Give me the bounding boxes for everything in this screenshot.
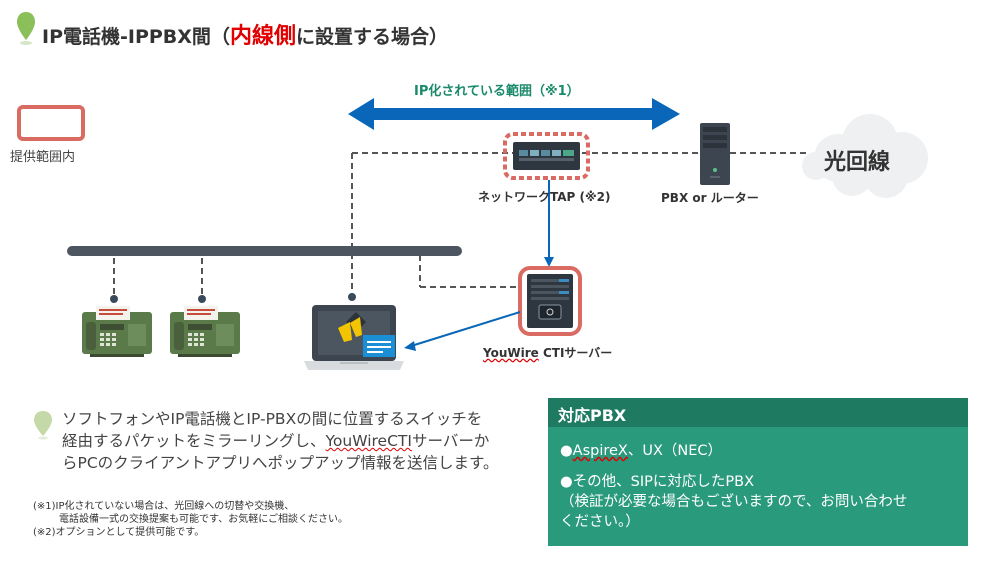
pbx-item: ●AspireX、UX（NEC） <box>560 443 723 459</box>
tap-label: ネットワークTAP (※2) <box>478 190 611 204</box>
footnotes: (※1)IP化されていない場合は、光回線への切替や交換機、 電話設備一式の交換提… <box>33 500 348 539</box>
pbx-server-icon <box>700 123 730 185</box>
footnote: (※1)IP化されていない場合は、光回線への切替や交換機、 <box>33 501 295 512</box>
network-tap-icon <box>503 132 590 180</box>
location-pin-icon <box>17 12 35 45</box>
panel-header: 対応PBX <box>548 398 968 427</box>
description-line: らPCのクライアントアプリへポップアップ情報を送信します。 <box>62 454 499 472</box>
pbx-label: PBX or ルーター <box>661 191 759 205</box>
cloud-icon <box>802 114 928 198</box>
legend-swatch <box>17 105 85 141</box>
description-line: ソフトフォンやIP電話機とIP-PBXの間に位置するスイッチを <box>62 410 483 428</box>
description-line: 経由するパケットをミラーリングし、YouWireCTIサーバーか <box>62 432 490 450</box>
ip-phone-icon <box>170 306 240 357</box>
footnote: 電話設備一式の交換提案も可能です、お気軽にご相談ください。 <box>59 514 348 525</box>
footnote: (※2)オプションとして提供可能です。 <box>33 527 205 538</box>
cti-suffix: CTIサーバー <box>538 346 613 360</box>
ip-phone-icon <box>82 306 152 357</box>
panel-title: 対応PBX <box>558 406 627 425</box>
title-prefix: IP電話機-IPPBX間（ <box>42 26 230 48</box>
legend-label: 提供範囲内 <box>10 150 76 165</box>
page-title: IP電話機-IPPBX間（内線側に設置する場合） <box>42 18 448 50</box>
title-highlight: 内線側 <box>229 24 296 49</box>
title-suffix: に設置する場合） <box>295 26 448 48</box>
pbx-item-note: ください。） <box>560 514 640 530</box>
cti-brand: YouWire <box>483 346 539 360</box>
cloud-label: 光回線 <box>824 150 891 175</box>
location-pin-icon <box>34 411 52 440</box>
description-text: ソフトフォンやIP電話機とIP-PBXの間に位置するスイッチを 経由するパケット… <box>62 408 532 474</box>
pbx-item-note: （検証が必要な場合もございますので、お問い合わせ <box>560 494 908 510</box>
range-double-arrow <box>348 98 680 130</box>
ip-range-label: IP化されている範囲（※1） <box>414 84 580 99</box>
laptop-icon <box>304 305 404 370</box>
pbx-item: ●その他、SIPに対応したPBX <box>560 474 755 490</box>
cti-server-label: YouWire CTIサーバー <box>483 344 612 361</box>
lan-bus <box>67 246 462 256</box>
supported-pbx-panel: 対応PBX ●AspireX、UX（NEC） ●その他、SIPに対応したPBX … <box>548 398 968 546</box>
cti-server-icon <box>518 266 582 336</box>
